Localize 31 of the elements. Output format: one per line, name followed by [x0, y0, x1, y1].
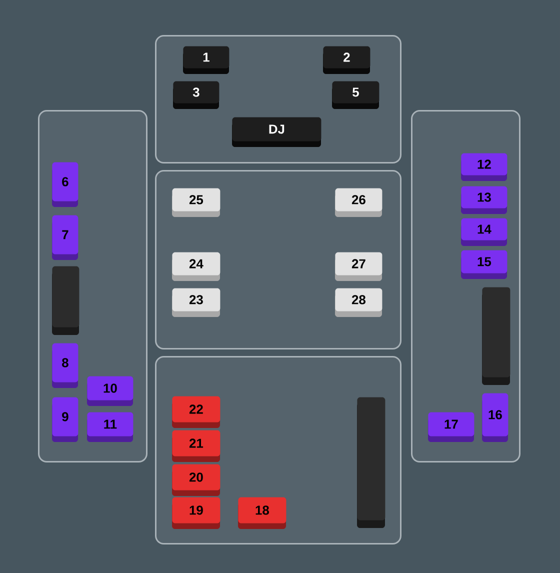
table: 12: [461, 153, 508, 181]
table: 20: [172, 464, 220, 496]
table: 19: [172, 497, 220, 529]
table: 11: [87, 412, 134, 442]
bar-counter: [482, 287, 510, 385]
table: 6: [52, 162, 78, 207]
table: 26: [335, 188, 382, 217]
table: 18: [238, 497, 286, 529]
table: 1: [183, 46, 230, 74]
table: 15: [461, 250, 508, 279]
table: 2: [323, 46, 370, 74]
table: 13: [461, 186, 508, 214]
table: 3: [173, 81, 220, 109]
table: 22: [172, 396, 220, 428]
table: 27: [335, 252, 382, 281]
table: 8: [52, 343, 78, 388]
table: 10: [87, 376, 134, 406]
table: 25: [172, 188, 220, 217]
bar-counter: [357, 397, 386, 528]
table: 9: [52, 397, 78, 442]
table: 21: [172, 430, 220, 462]
table: 5: [332, 81, 380, 109]
table: 7: [52, 215, 78, 260]
table: 28: [335, 288, 382, 317]
table: 14: [461, 218, 508, 246]
bar-counter: [52, 266, 80, 335]
table: 23: [172, 288, 220, 317]
table: 16: [482, 393, 508, 442]
table: DJ: [232, 117, 322, 147]
table: 17: [428, 412, 474, 442]
table: 24: [172, 252, 220, 281]
